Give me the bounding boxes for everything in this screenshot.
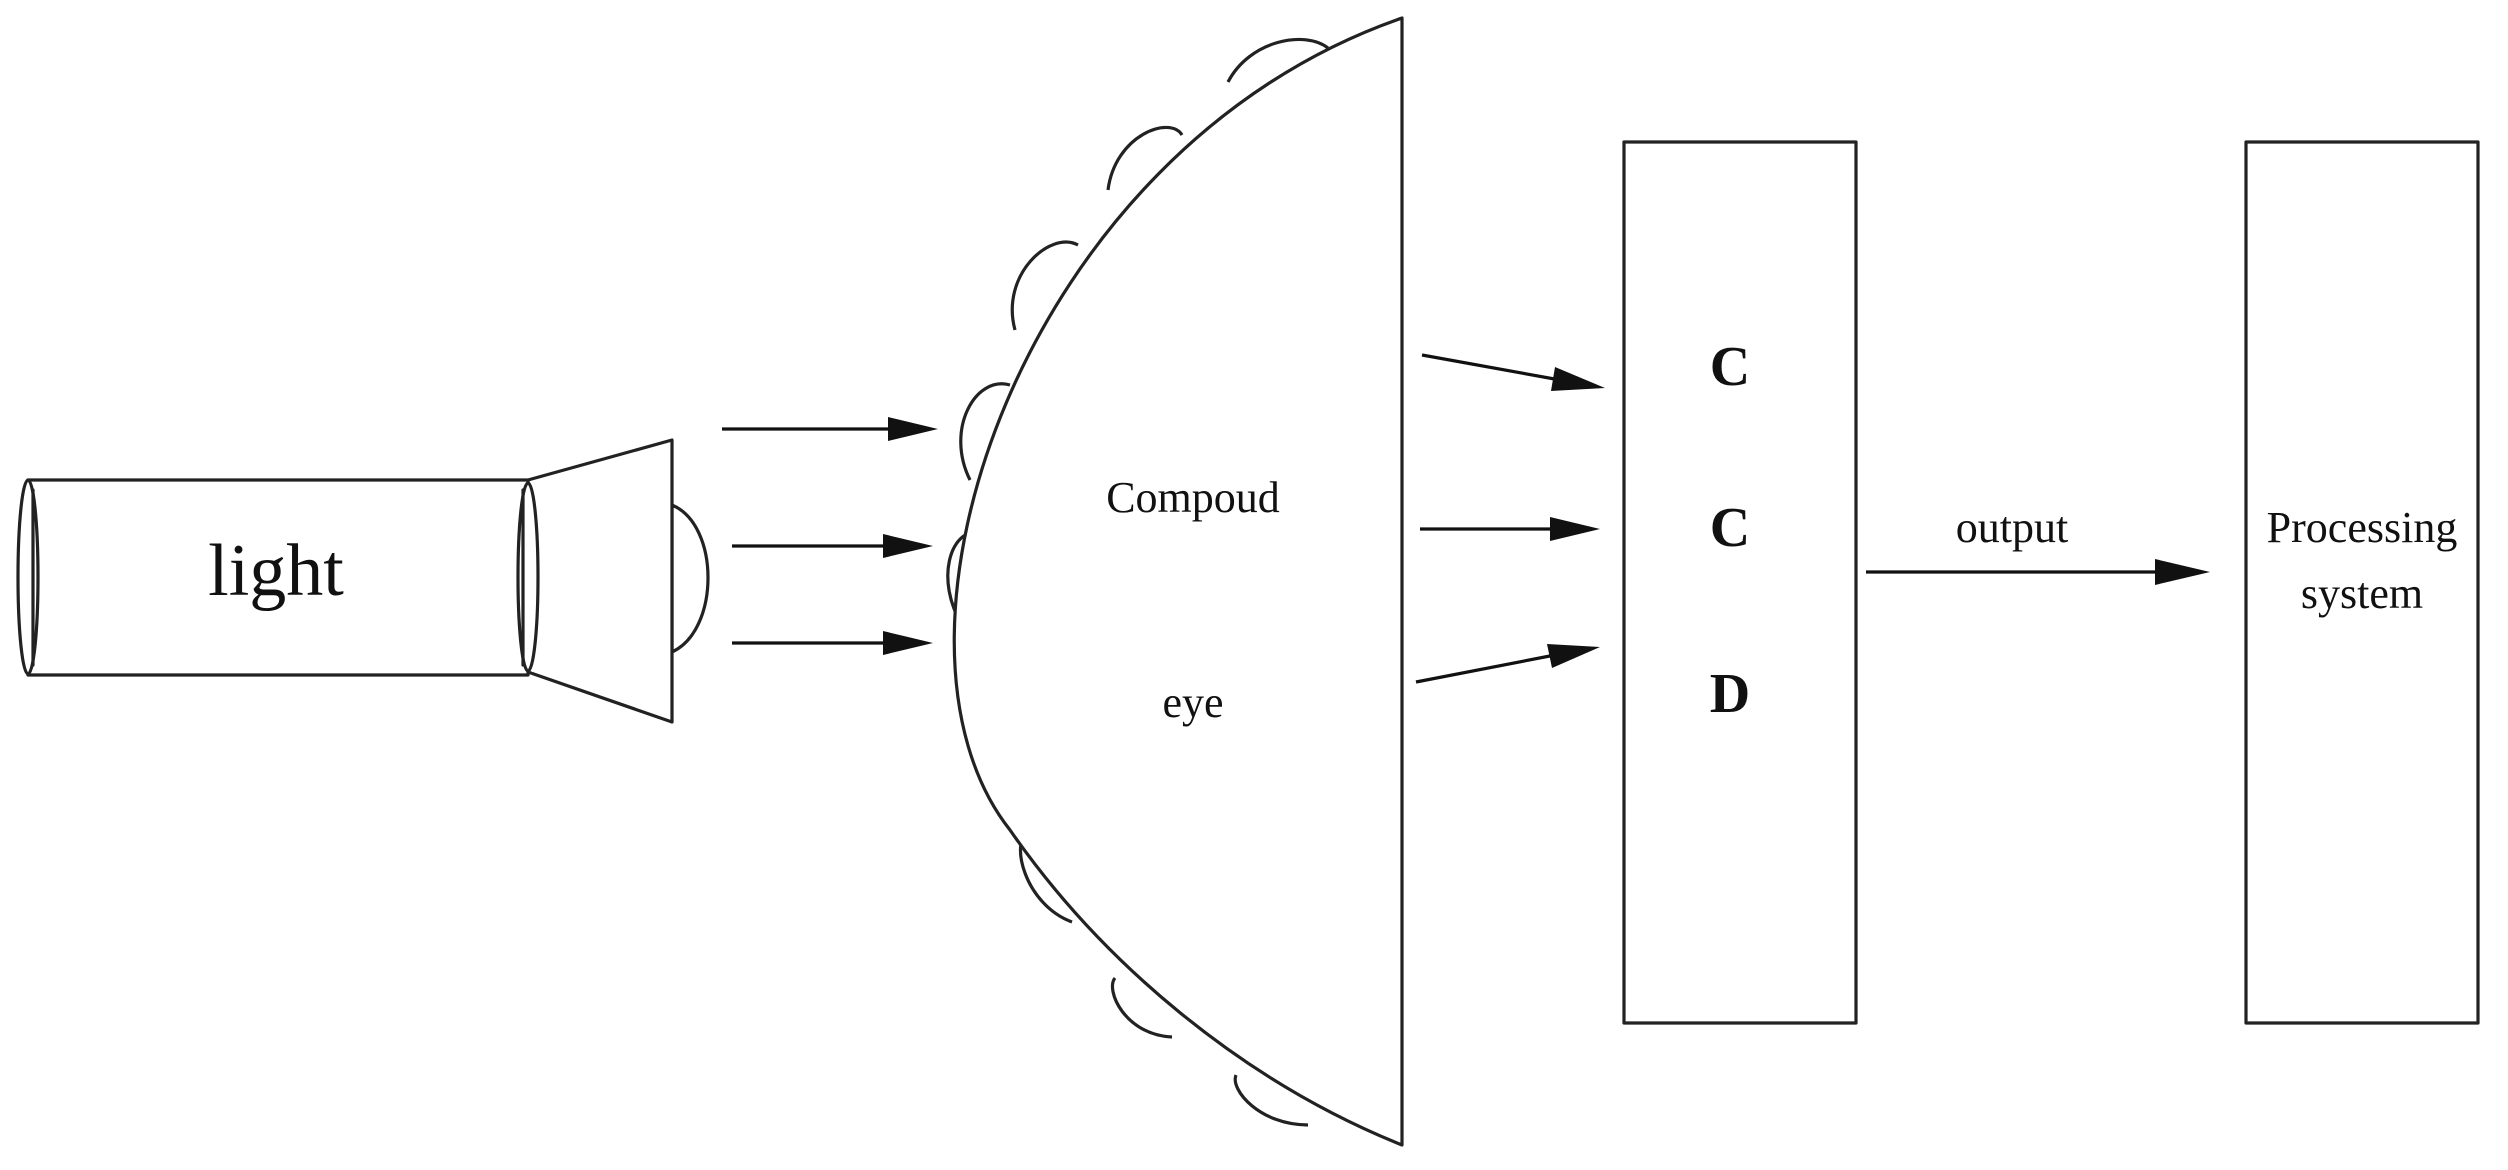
processing-system: Processing system bbox=[2244, 140, 2480, 1025]
flashlight-rear-cap bbox=[16, 478, 40, 676]
ccd-letter-2: C bbox=[1710, 497, 1750, 559]
flashlight-head bbox=[526, 438, 674, 724]
eye-to-ccd-arrow-1 bbox=[1421, 353, 1605, 391]
flashlight-front-cap bbox=[516, 481, 540, 673]
processing-system-label-line1: Processing bbox=[2267, 503, 2458, 552]
output-arrow: output bbox=[1866, 503, 2210, 585]
ommatidium-lens bbox=[959, 382, 1011, 481]
flashlight-lens bbox=[670, 503, 710, 654]
eye-to-ccd-arrow-3 bbox=[1415, 644, 1600, 684]
output-label: output bbox=[1956, 503, 2068, 552]
incoming-light-arrows bbox=[722, 417, 938, 655]
light-source: light bbox=[16, 438, 710, 724]
incoming-arrow-1 bbox=[722, 417, 938, 441]
ccd-box bbox=[1622, 140, 1858, 1025]
incoming-arrow-3 bbox=[732, 631, 933, 655]
ommatidium-lens bbox=[1226, 37, 1329, 83]
compound-eye: Compoud eye bbox=[946, 16, 1404, 1147]
processing-system-box bbox=[2244, 140, 2480, 1025]
light-label: light bbox=[208, 530, 344, 612]
ccd-letter-1: C bbox=[1710, 336, 1750, 398]
eye-to-ccd-arrows bbox=[1415, 353, 1605, 684]
ommatidium-lens bbox=[1110, 976, 1173, 1039]
compound-eye-body bbox=[952, 16, 1404, 1147]
compound-eye-label-line1: Compoud bbox=[1106, 473, 1280, 522]
ccd-letter-3: D bbox=[1710, 663, 1750, 725]
processing-system-label-line2: system bbox=[2301, 569, 2423, 618]
compound-eye-label-line2: eye bbox=[1162, 678, 1223, 727]
flashlight-body bbox=[26, 478, 530, 677]
ommatidium-lens bbox=[1233, 1074, 1309, 1127]
ommatidium-lens bbox=[1106, 125, 1184, 191]
incoming-arrow-2 bbox=[732, 534, 933, 558]
ommatidium-lens bbox=[1010, 240, 1079, 331]
ccd-sensor: C C D bbox=[1622, 140, 1858, 1025]
eye-to-ccd-arrow-2 bbox=[1420, 517, 1600, 541]
